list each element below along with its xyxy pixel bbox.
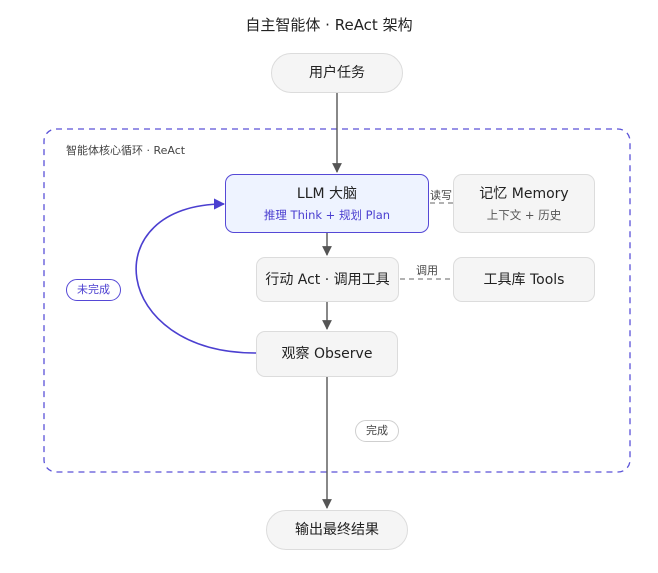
llm-title: LLM 大脑 bbox=[296, 185, 358, 202]
observe-node: 观察 Observe bbox=[256, 331, 398, 377]
complete-tag: 完成 bbox=[355, 420, 399, 442]
edge-loop-back bbox=[135, 198, 257, 354]
memory-title: 记忆 Memory bbox=[479, 185, 569, 202]
loop-label: 智能体核心循环 · ReAct bbox=[66, 144, 186, 157]
action-label: 行动 Act · 调用工具 bbox=[265, 271, 390, 288]
incomplete-tag: 未完成 bbox=[66, 279, 121, 301]
memory-node: 记忆 Memory 上下文 + 历史 bbox=[453, 174, 595, 233]
observe-label: 观察 Observe bbox=[281, 346, 373, 362]
output-node: 输出最终结果 bbox=[266, 510, 408, 550]
memory-subtitle: 上下文 + 历史 bbox=[486, 207, 562, 222]
user-task-label: 用户任务 bbox=[309, 65, 365, 81]
diagram-title: 自主智能体 · ReAct 架构 bbox=[245, 16, 413, 34]
user-task-node: 用户任务 bbox=[271, 53, 403, 93]
llm-subtitle: 推理 Think + 规划 Plan bbox=[263, 207, 391, 222]
action-node: 行动 Act · 调用工具 bbox=[256, 257, 399, 302]
edge-label-invoke: 调用 bbox=[414, 262, 440, 278]
tools-label: 工具库 Tools bbox=[483, 271, 565, 288]
edge-label-read-write: 读写 bbox=[430, 189, 452, 202]
llm-node: LLM 大脑 推理 Think + 规划 Plan bbox=[225, 174, 429, 233]
tools-node: 工具库 Tools bbox=[453, 257, 595, 302]
output-label: 输出最终结果 bbox=[295, 522, 379, 538]
